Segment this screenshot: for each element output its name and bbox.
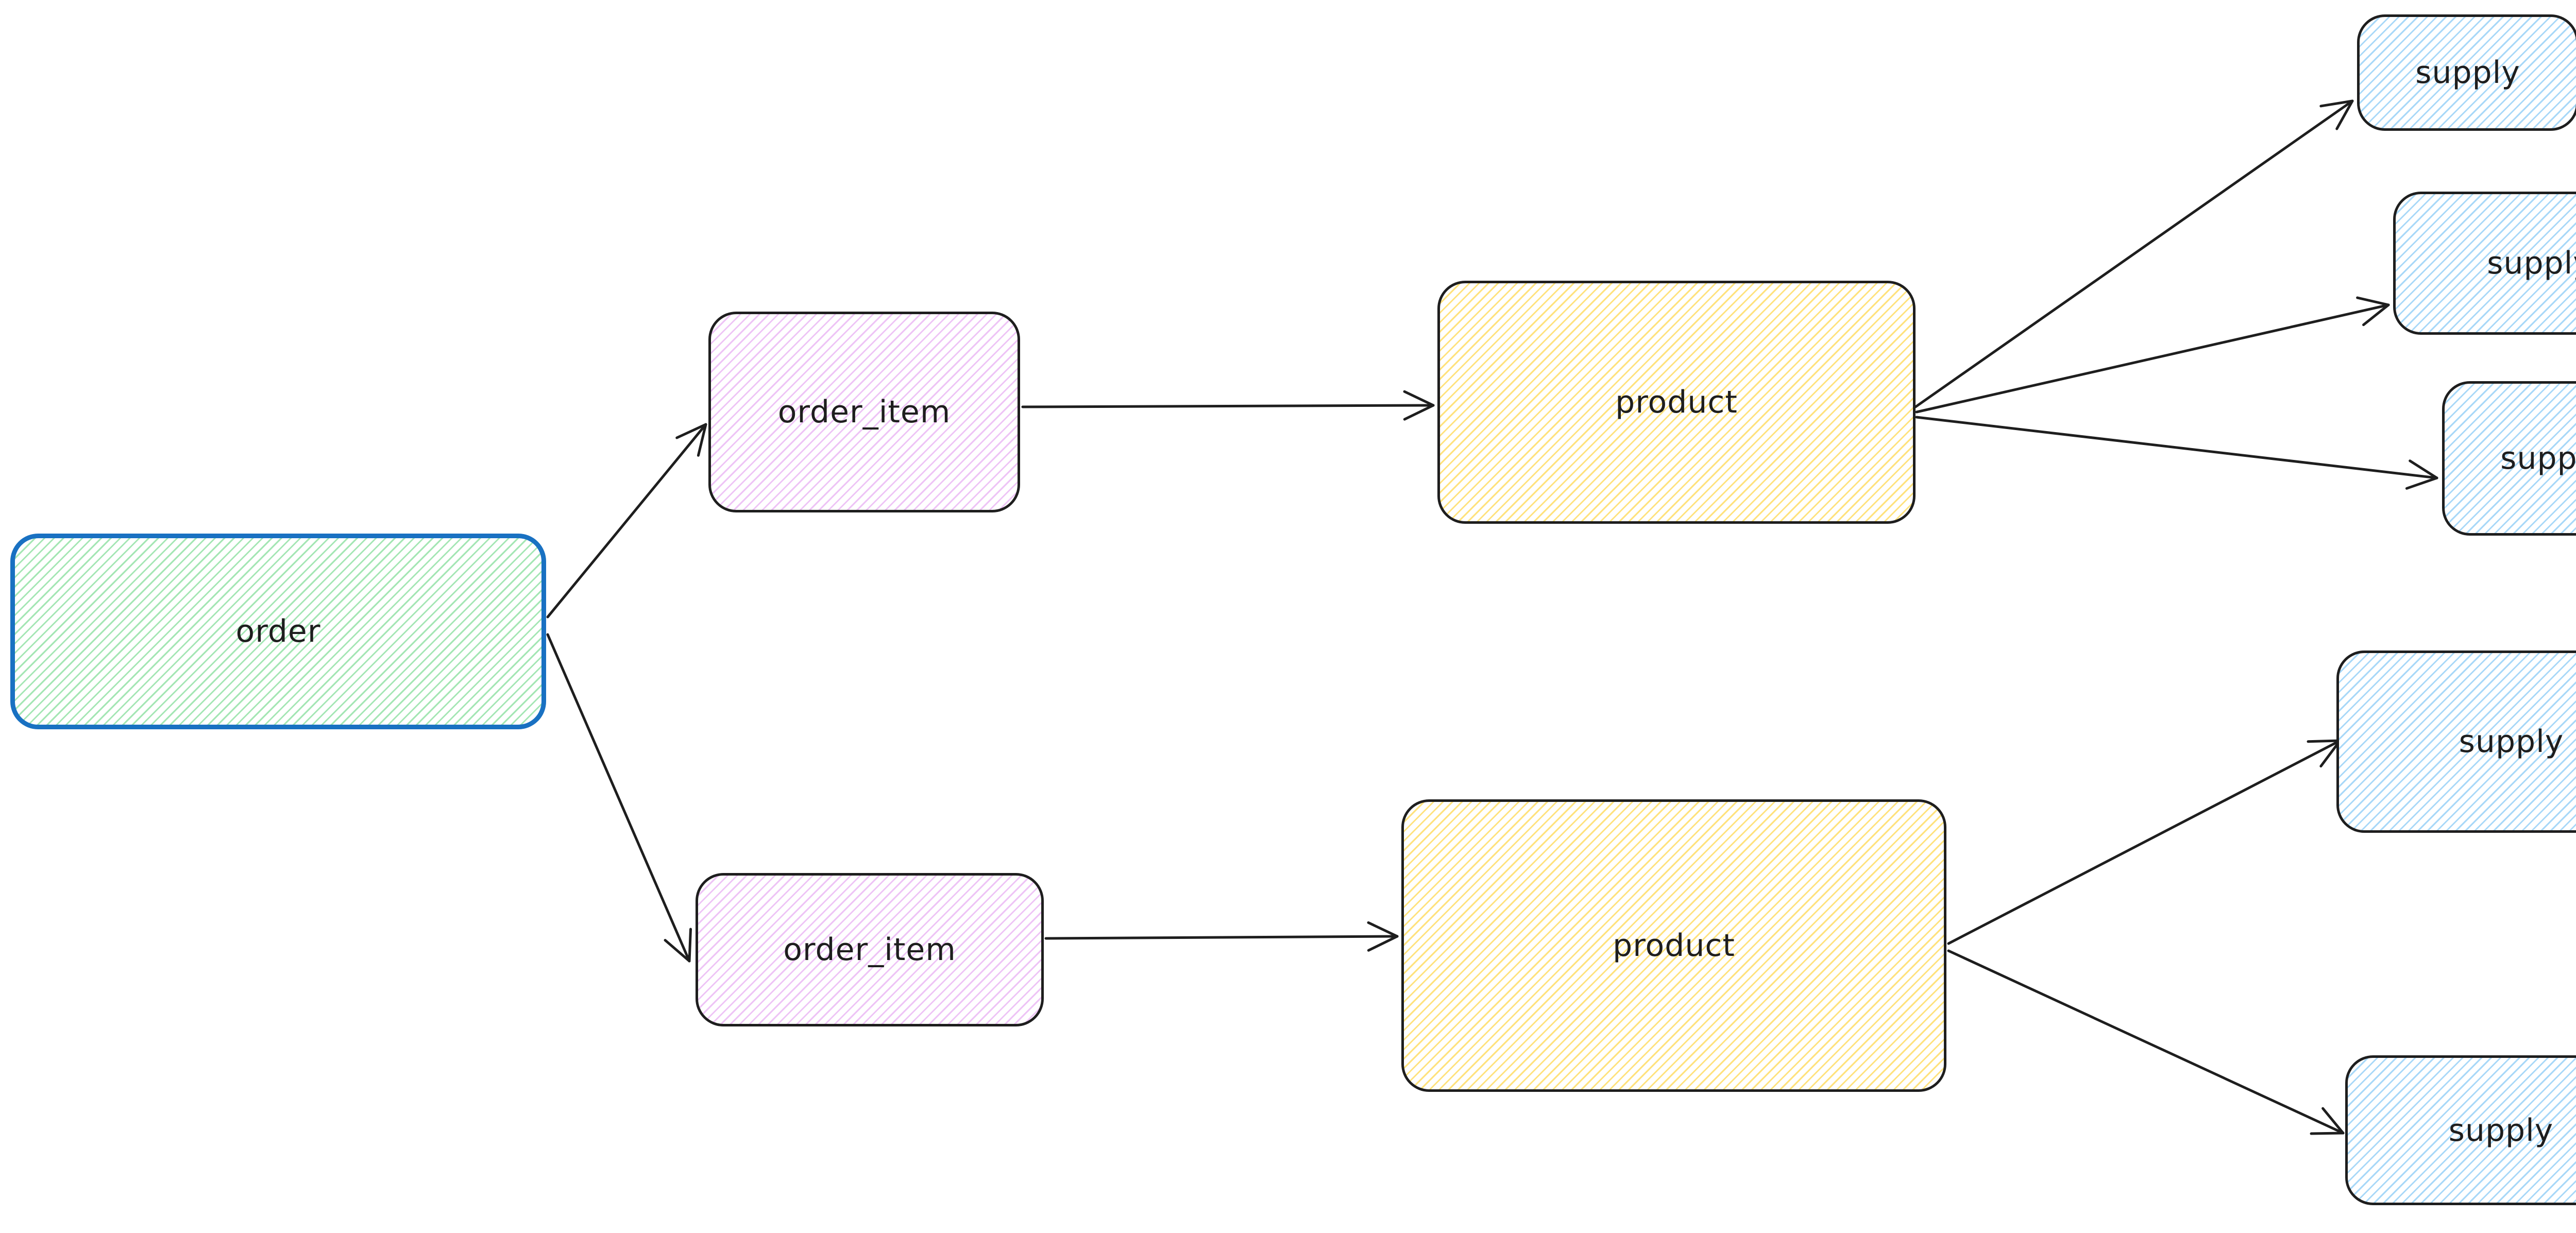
node-order-item-bottom: order_item (696, 873, 1044, 1026)
node-supply-top-3: supply (2442, 381, 2576, 536)
arrow-order-item-top-to-product-top (1021, 390, 1435, 421)
node-product-top: product (1437, 281, 1916, 524)
node-label: supply (2415, 55, 2520, 91)
arrow-product-top-to-supply-top-3 (1915, 416, 2438, 490)
node-supply-bottom-2: supply (2345, 1055, 2576, 1205)
arrow-order-item-bottom-to-product-bottom (1044, 921, 1399, 952)
node-label: order_item (783, 932, 956, 968)
node-supply-top-2: supply (2393, 192, 2576, 335)
arrow-order-to-order-item-top (546, 423, 707, 619)
node-product-bottom: product (1401, 799, 1946, 1092)
node-label: supply (2448, 1112, 2554, 1149)
arrow-product-bottom-to-supply-bottom-1 (1947, 739, 2342, 945)
arrow-order-to-order-item-bottom (546, 633, 692, 963)
node-label: supply (2487, 245, 2576, 281)
node-supply-bottom-1: supply (2336, 650, 2576, 833)
node-label: order (235, 613, 321, 649)
node-label: product (1613, 928, 1735, 964)
node-label: product (1615, 384, 1738, 420)
arrow-product-top-to-supply-top-2 (1915, 296, 2390, 414)
node-label: supply (2500, 440, 2576, 476)
node-label: supply (2459, 724, 2564, 760)
node-order: order (10, 534, 546, 729)
node-supply-top-1: supply (2357, 14, 2576, 131)
arrow-product-bottom-to-supply-bottom-2 (1947, 949, 2345, 1135)
arrow-product-top-to-supply-top-1 (1914, 99, 2354, 408)
node-order-item-top: order_item (708, 312, 1020, 512)
node-label: order_item (777, 394, 951, 430)
